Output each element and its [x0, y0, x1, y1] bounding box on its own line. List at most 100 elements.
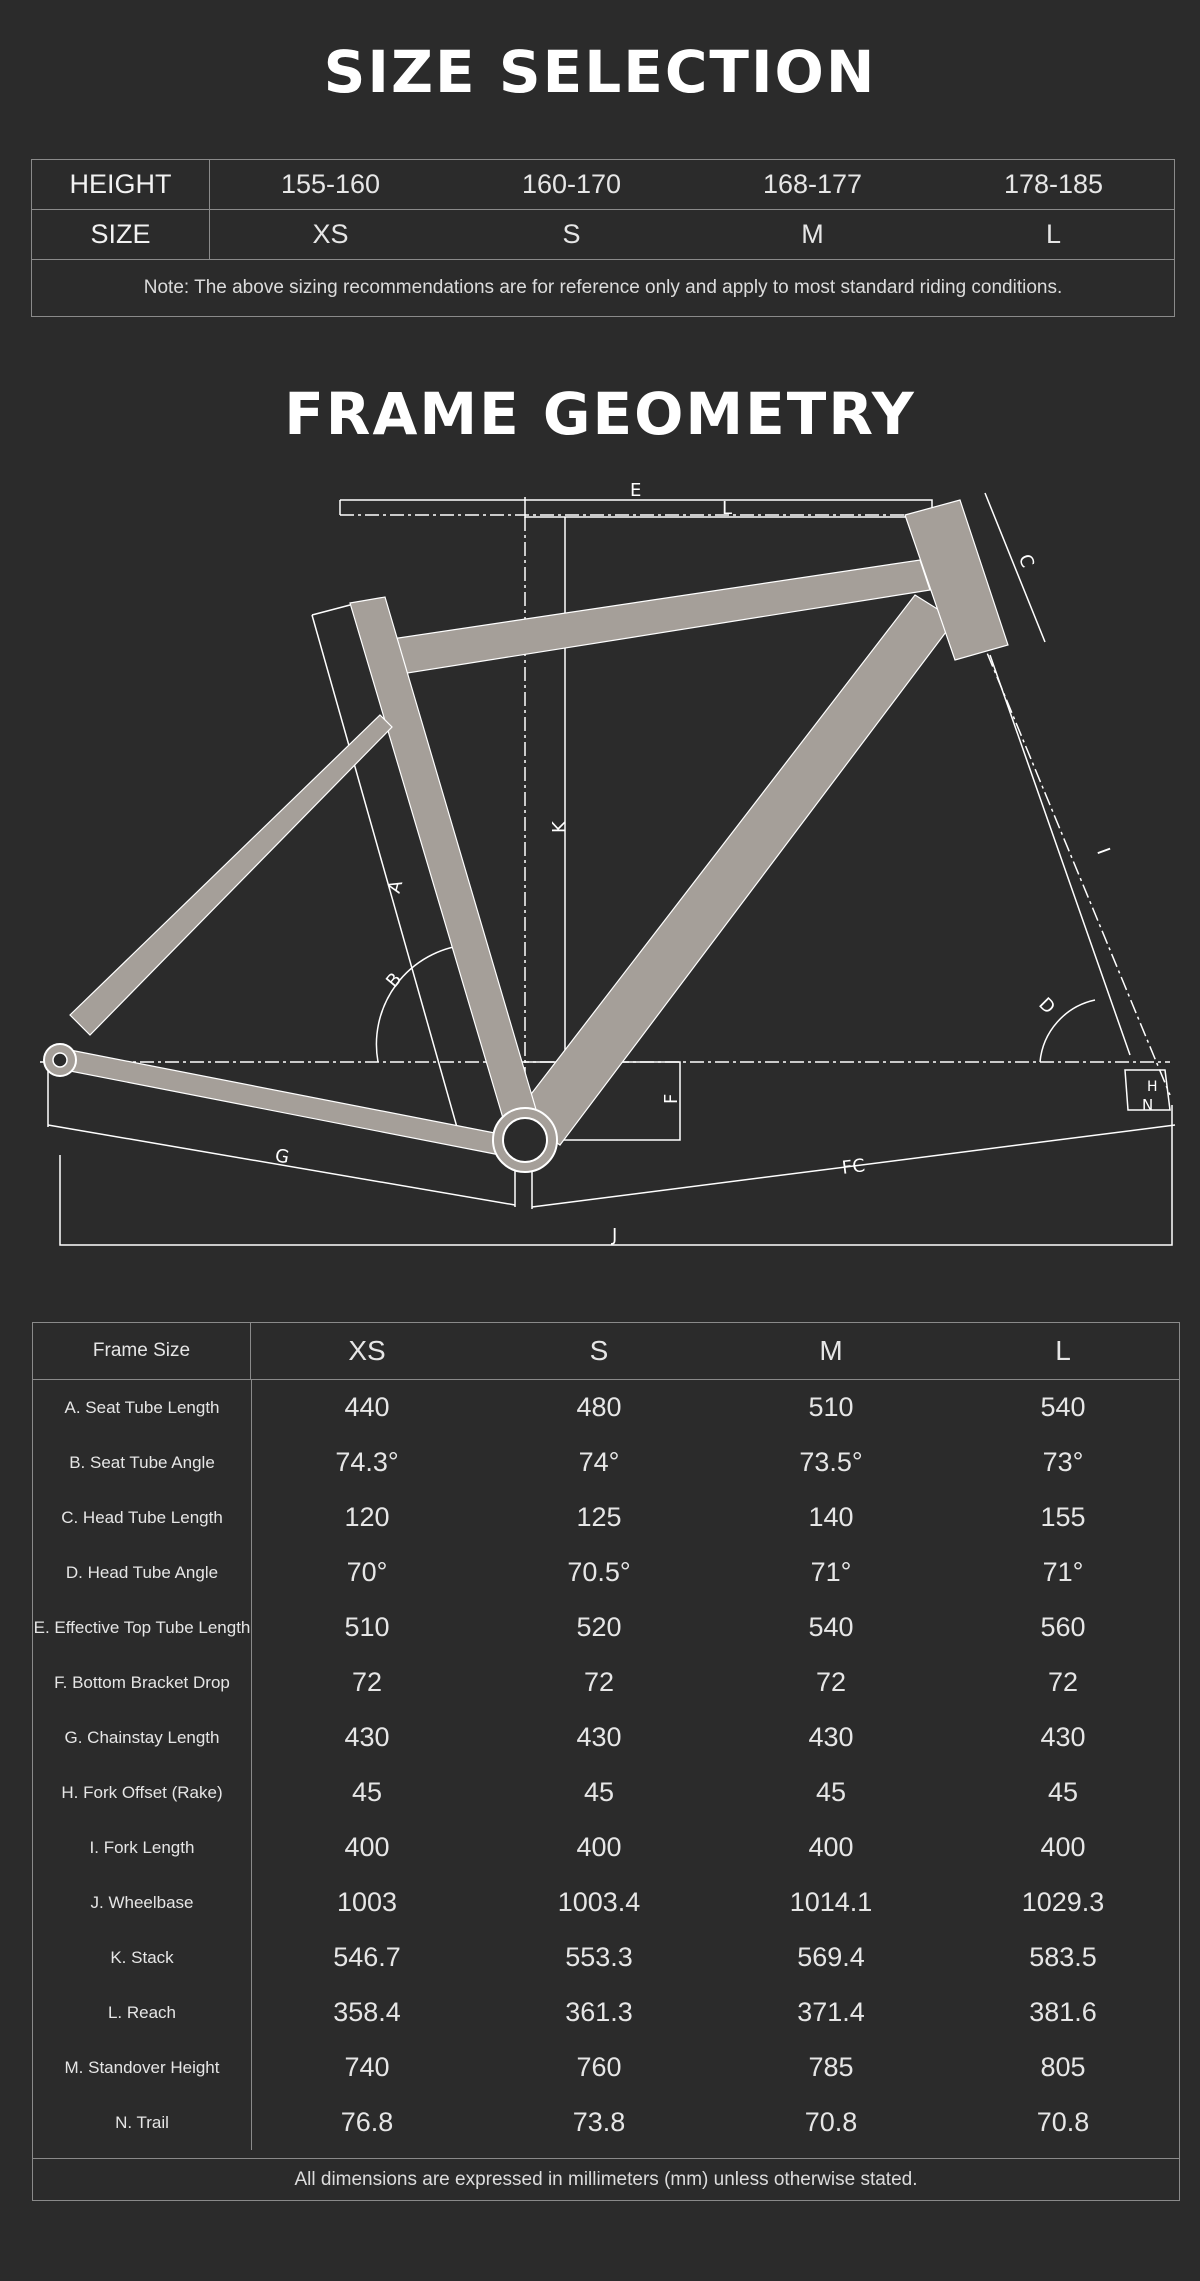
row-label: H. Fork Offset (Rake): [61, 1782, 223, 1802]
size-header: L: [1055, 1335, 1071, 1366]
row-label: I. Fork Length: [89, 1837, 195, 1857]
geometry-footer-note: All dimensions are expressed in millimet…: [33, 2158, 1179, 2200]
row-value: 1003: [336, 1887, 398, 1917]
seat-stay: [69, 714, 393, 1036]
row-value: 70.5°: [567, 1557, 631, 1587]
dimension-a-line: [311, 614, 463, 1146]
row-value: 45: [1047, 1777, 1079, 1807]
row-value: 520: [576, 1612, 622, 1642]
row-value: 540: [808, 1612, 854, 1642]
size-row: SIZE XS S M L: [32, 210, 1174, 260]
row-value: 785: [808, 2052, 854, 2082]
dimension-i-line: [989, 654, 1131, 1056]
size-header: XS: [348, 1335, 386, 1366]
label-g: G: [273, 1145, 290, 1168]
dimension-d-arc: [1039, 999, 1096, 1063]
row-value: 400: [576, 1832, 622, 1862]
label-h: H: [1147, 1079, 1158, 1095]
size-cell: M: [801, 219, 824, 249]
row-value: 45: [351, 1777, 383, 1807]
label-e: E: [630, 480, 641, 501]
height-row: HEIGHT 155-160 160-170 168-177 178-185: [32, 160, 1174, 210]
dimension-b-arc: [375, 944, 466, 1063]
row-value: 480: [576, 1392, 622, 1422]
frame-geometry-title: FRAME GEOMETRY: [284, 380, 916, 448]
size-header: M: [819, 1335, 843, 1366]
dimension-n-box: [1124, 1069, 1171, 1111]
height-cell: 155-160: [280, 169, 381, 199]
size-selection-table: HEIGHT 155-160 160-170 168-177 178-185 S…: [31, 159, 1175, 317]
row-label: N. Trail: [115, 2112, 169, 2132]
row-value: 361.3: [565, 1997, 633, 2027]
geometry-rows: A. Seat Tube Length 440 480 510 540 B. Seat T…: [33, 1380, 1179, 2158]
row-label: E. Effective Top Tube Length: [33, 1617, 251, 1637]
row-value: 1014.1: [789, 1887, 873, 1917]
size-header: S: [589, 1335, 609, 1366]
row-value: 74.3°: [335, 1447, 399, 1477]
row-value: 553.3: [565, 1942, 633, 1972]
row-value: 45: [583, 1777, 615, 1807]
row-label: L. Reach: [107, 2002, 177, 2022]
label-j: J: [611, 1225, 617, 1246]
row-value: 70.8: [1036, 2107, 1090, 2137]
frame-geometry-diagram: E L C K I A B D F H N G FC J: [40, 480, 1176, 1246]
label-l: L: [722, 498, 732, 519]
row-value: 73.5°: [799, 1447, 863, 1477]
label-f: F: [661, 1094, 682, 1104]
size-selection-title: SIZE SELECTION: [323, 38, 877, 106]
row-value: 70°: [346, 1557, 388, 1587]
height-cell: 160-170: [521, 169, 622, 199]
dimension-e-line: [340, 499, 933, 515]
row-value: 70.8: [804, 2107, 858, 2137]
row-value: 45: [815, 1777, 847, 1807]
dimension-g-line: [47, 1124, 516, 1206]
row-value: 400: [808, 1832, 854, 1862]
row-label: G. Chainstay Length: [64, 1727, 220, 1747]
row-value: 760: [576, 2052, 622, 2082]
row-value: 71°: [810, 1557, 852, 1587]
row-label: J. Wheelbase: [90, 1892, 194, 1912]
row-value: 430: [576, 1722, 622, 1752]
seat-tube: [349, 596, 541, 1136]
row-value: 1003.4: [557, 1887, 641, 1917]
label-fc: FC: [841, 1155, 866, 1179]
row-value: 510: [808, 1392, 854, 1422]
sizing-note: Note: The above sizing recommendations a…: [143, 277, 1063, 298]
label-b: B: [382, 969, 406, 992]
height-cell: 178-185: [1003, 169, 1104, 199]
row-value: 358.4: [333, 1997, 401, 2027]
row-label: B. Seat Tube Angle: [69, 1452, 215, 1472]
row-value: 72: [583, 1667, 615, 1697]
label-a: A: [384, 877, 408, 895]
height-label: HEIGHT: [32, 160, 210, 209]
row-value: 72: [1047, 1667, 1079, 1697]
row-value: 430: [1040, 1722, 1086, 1752]
row-value: 71°: [1042, 1557, 1084, 1587]
row-value: 400: [1040, 1832, 1086, 1862]
label-i: I: [1092, 845, 1114, 857]
row-value: 740: [344, 2052, 390, 2082]
row-label: A. Seat Tube Length: [64, 1397, 220, 1417]
row-value: 430: [808, 1722, 854, 1752]
row-value: 569.4: [797, 1942, 865, 1972]
row-value: 155: [1040, 1502, 1086, 1532]
row-value: 76.8: [340, 2107, 394, 2137]
row-value: 440: [344, 1392, 390, 1422]
row-value: 72: [351, 1667, 383, 1697]
row-value: 125: [576, 1502, 622, 1532]
label-n: N: [1142, 1096, 1153, 1114]
size-label: SIZE: [32, 210, 210, 259]
row-value: 140: [808, 1502, 854, 1532]
row-value: 74°: [578, 1447, 620, 1477]
